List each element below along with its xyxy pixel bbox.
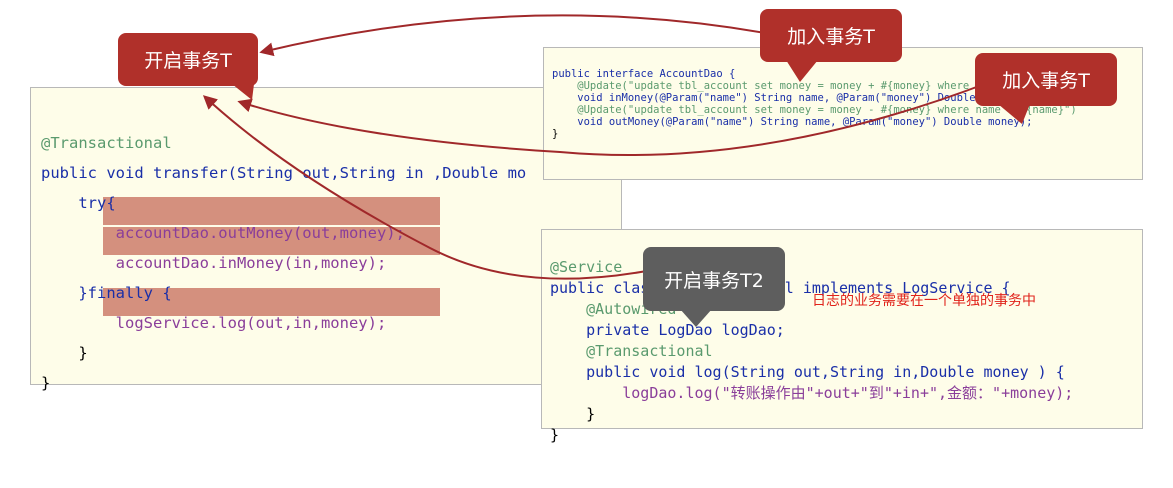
- callout-join-transaction-top-tail: [786, 60, 818, 82]
- code-line: accountDao.outMoney(out,money);: [41, 224, 405, 242]
- callout-open-transaction-t2-label: 开启事务T2: [664, 269, 764, 292]
- highlight-log-call: [103, 288, 440, 316]
- code-line: private LogDao logDao;: [550, 321, 785, 339]
- callout-open-transaction-label: 开启事务T: [144, 50, 232, 72]
- callout-join-transaction-right: 加入事务T: [975, 53, 1117, 106]
- code-line: }: [550, 426, 560, 444]
- transaction-arrows: [202, 14, 991, 280]
- code-line: public interface AccountDao {: [552, 68, 736, 80]
- code-line: }finally {: [41, 284, 172, 302]
- code-line: @Transactional: [550, 342, 713, 360]
- callout-open-transaction-t2: 开启事务T2: [643, 247, 785, 311]
- code-line: public void transfer(String out,String i…: [41, 164, 527, 182]
- code-line: void outMoney(@Param("name") String name…: [552, 116, 1033, 128]
- arrow-open-tx2: [202, 95, 653, 280]
- code-line: }: [550, 405, 596, 423]
- callout-open-transaction: 开启事务T: [118, 33, 258, 86]
- code-line: }: [41, 344, 88, 362]
- callout-join-transaction-right-label: 加入事务T: [1002, 70, 1090, 92]
- callout-open-transaction-t2-tail: [680, 309, 712, 327]
- highlight-in-money: [103, 227, 440, 255]
- code-line: accountDao.inMoney(in,money);: [41, 254, 387, 272]
- callout-open-transaction-tail: [232, 84, 254, 100]
- code-line: public void log(String out,String in,Dou…: [550, 363, 1065, 381]
- transfer-code-panel: @Transactional public void transfer(Strin…: [30, 87, 622, 392]
- arrow-join-from-top: [259, 14, 766, 57]
- code-line: try{: [41, 194, 116, 212]
- arrow-join-from-dao: [237, 81, 991, 157]
- code-line: @Transactional: [41, 134, 172, 152]
- separate-transaction-note: 日志的业务需要在一个单独的事务中: [812, 293, 1036, 309]
- code-line: logService.log(out,in,money);: [41, 314, 387, 332]
- highlight-out-money: [103, 197, 440, 225]
- callout-join-transaction-top: 加入事务T: [760, 9, 902, 62]
- callout-join-transaction-right-tail: [998, 104, 1030, 124]
- code-line: @Service: [550, 258, 623, 276]
- transfer-code: @Transactional public void transfer(Strin…: [41, 98, 526, 458]
- code-line: }: [41, 374, 51, 392]
- callout-join-transaction-top-label: 加入事务T: [787, 26, 875, 48]
- code-line: logDao.log("转账操作由"+out+"到"+in+",金额："+mon…: [550, 384, 1074, 402]
- code-line: }: [552, 128, 559, 140]
